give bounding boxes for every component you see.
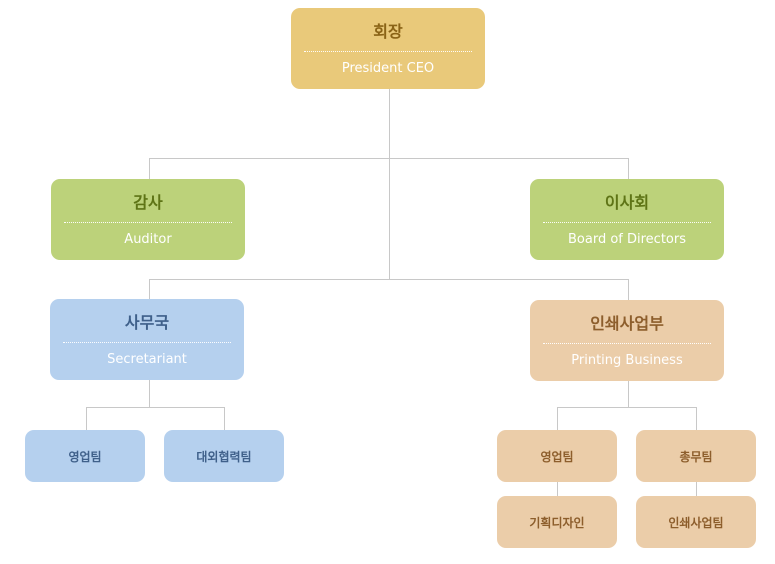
secretariat-team-external-affairs: 대외협력팀 [164, 430, 284, 482]
printing-box: 인쇄사업부 Printing Business [530, 300, 724, 381]
ceo-box: 회장 President CEO [291, 8, 485, 89]
team-label: 총무팀 [679, 449, 713, 464]
board-title-ko: 이사회 [604, 193, 650, 212]
secretariat-divider [63, 342, 231, 343]
board-divider [543, 222, 711, 223]
secretariat-team-sales: 영업팀 [25, 430, 145, 482]
team-label: 대외협력팀 [196, 449, 252, 464]
ceo-title-ko: 회장 [373, 22, 403, 41]
printing-title-en: Printing Business [571, 353, 683, 368]
auditor-box: 감사 Auditor [51, 179, 245, 260]
team-label: 영업팀 [540, 449, 574, 464]
printing-title-ko: 인쇄사업부 [590, 314, 664, 333]
printing-team-sales: 영업팀 [497, 430, 617, 482]
secretariat-title-en: Secretariant [107, 352, 187, 367]
secretariat-title-ko: 사무국 [124, 313, 170, 332]
secretariat-box: 사무국 Secretariant [50, 299, 244, 380]
printing-team-print-business: 인쇄사업팀 [636, 496, 756, 548]
board-box: 이사회 Board of Directors [530, 179, 724, 260]
ceo-divider [304, 51, 472, 52]
auditor-divider [64, 222, 232, 223]
auditor-title-ko: 감사 [133, 193, 163, 212]
printing-team-general-affairs: 총무팀 [636, 430, 756, 482]
team-label: 인쇄사업팀 [668, 515, 724, 530]
ceo-title-en: President CEO [341, 61, 435, 76]
board-title-en: Board of Directors [568, 232, 686, 247]
printing-divider [543, 343, 711, 344]
auditor-title-en: Auditor [124, 232, 172, 247]
team-label: 기획디자인 [529, 515, 585, 530]
printing-team-planning-design: 기획디자인 [497, 496, 617, 548]
team-label: 영업팀 [68, 449, 102, 464]
